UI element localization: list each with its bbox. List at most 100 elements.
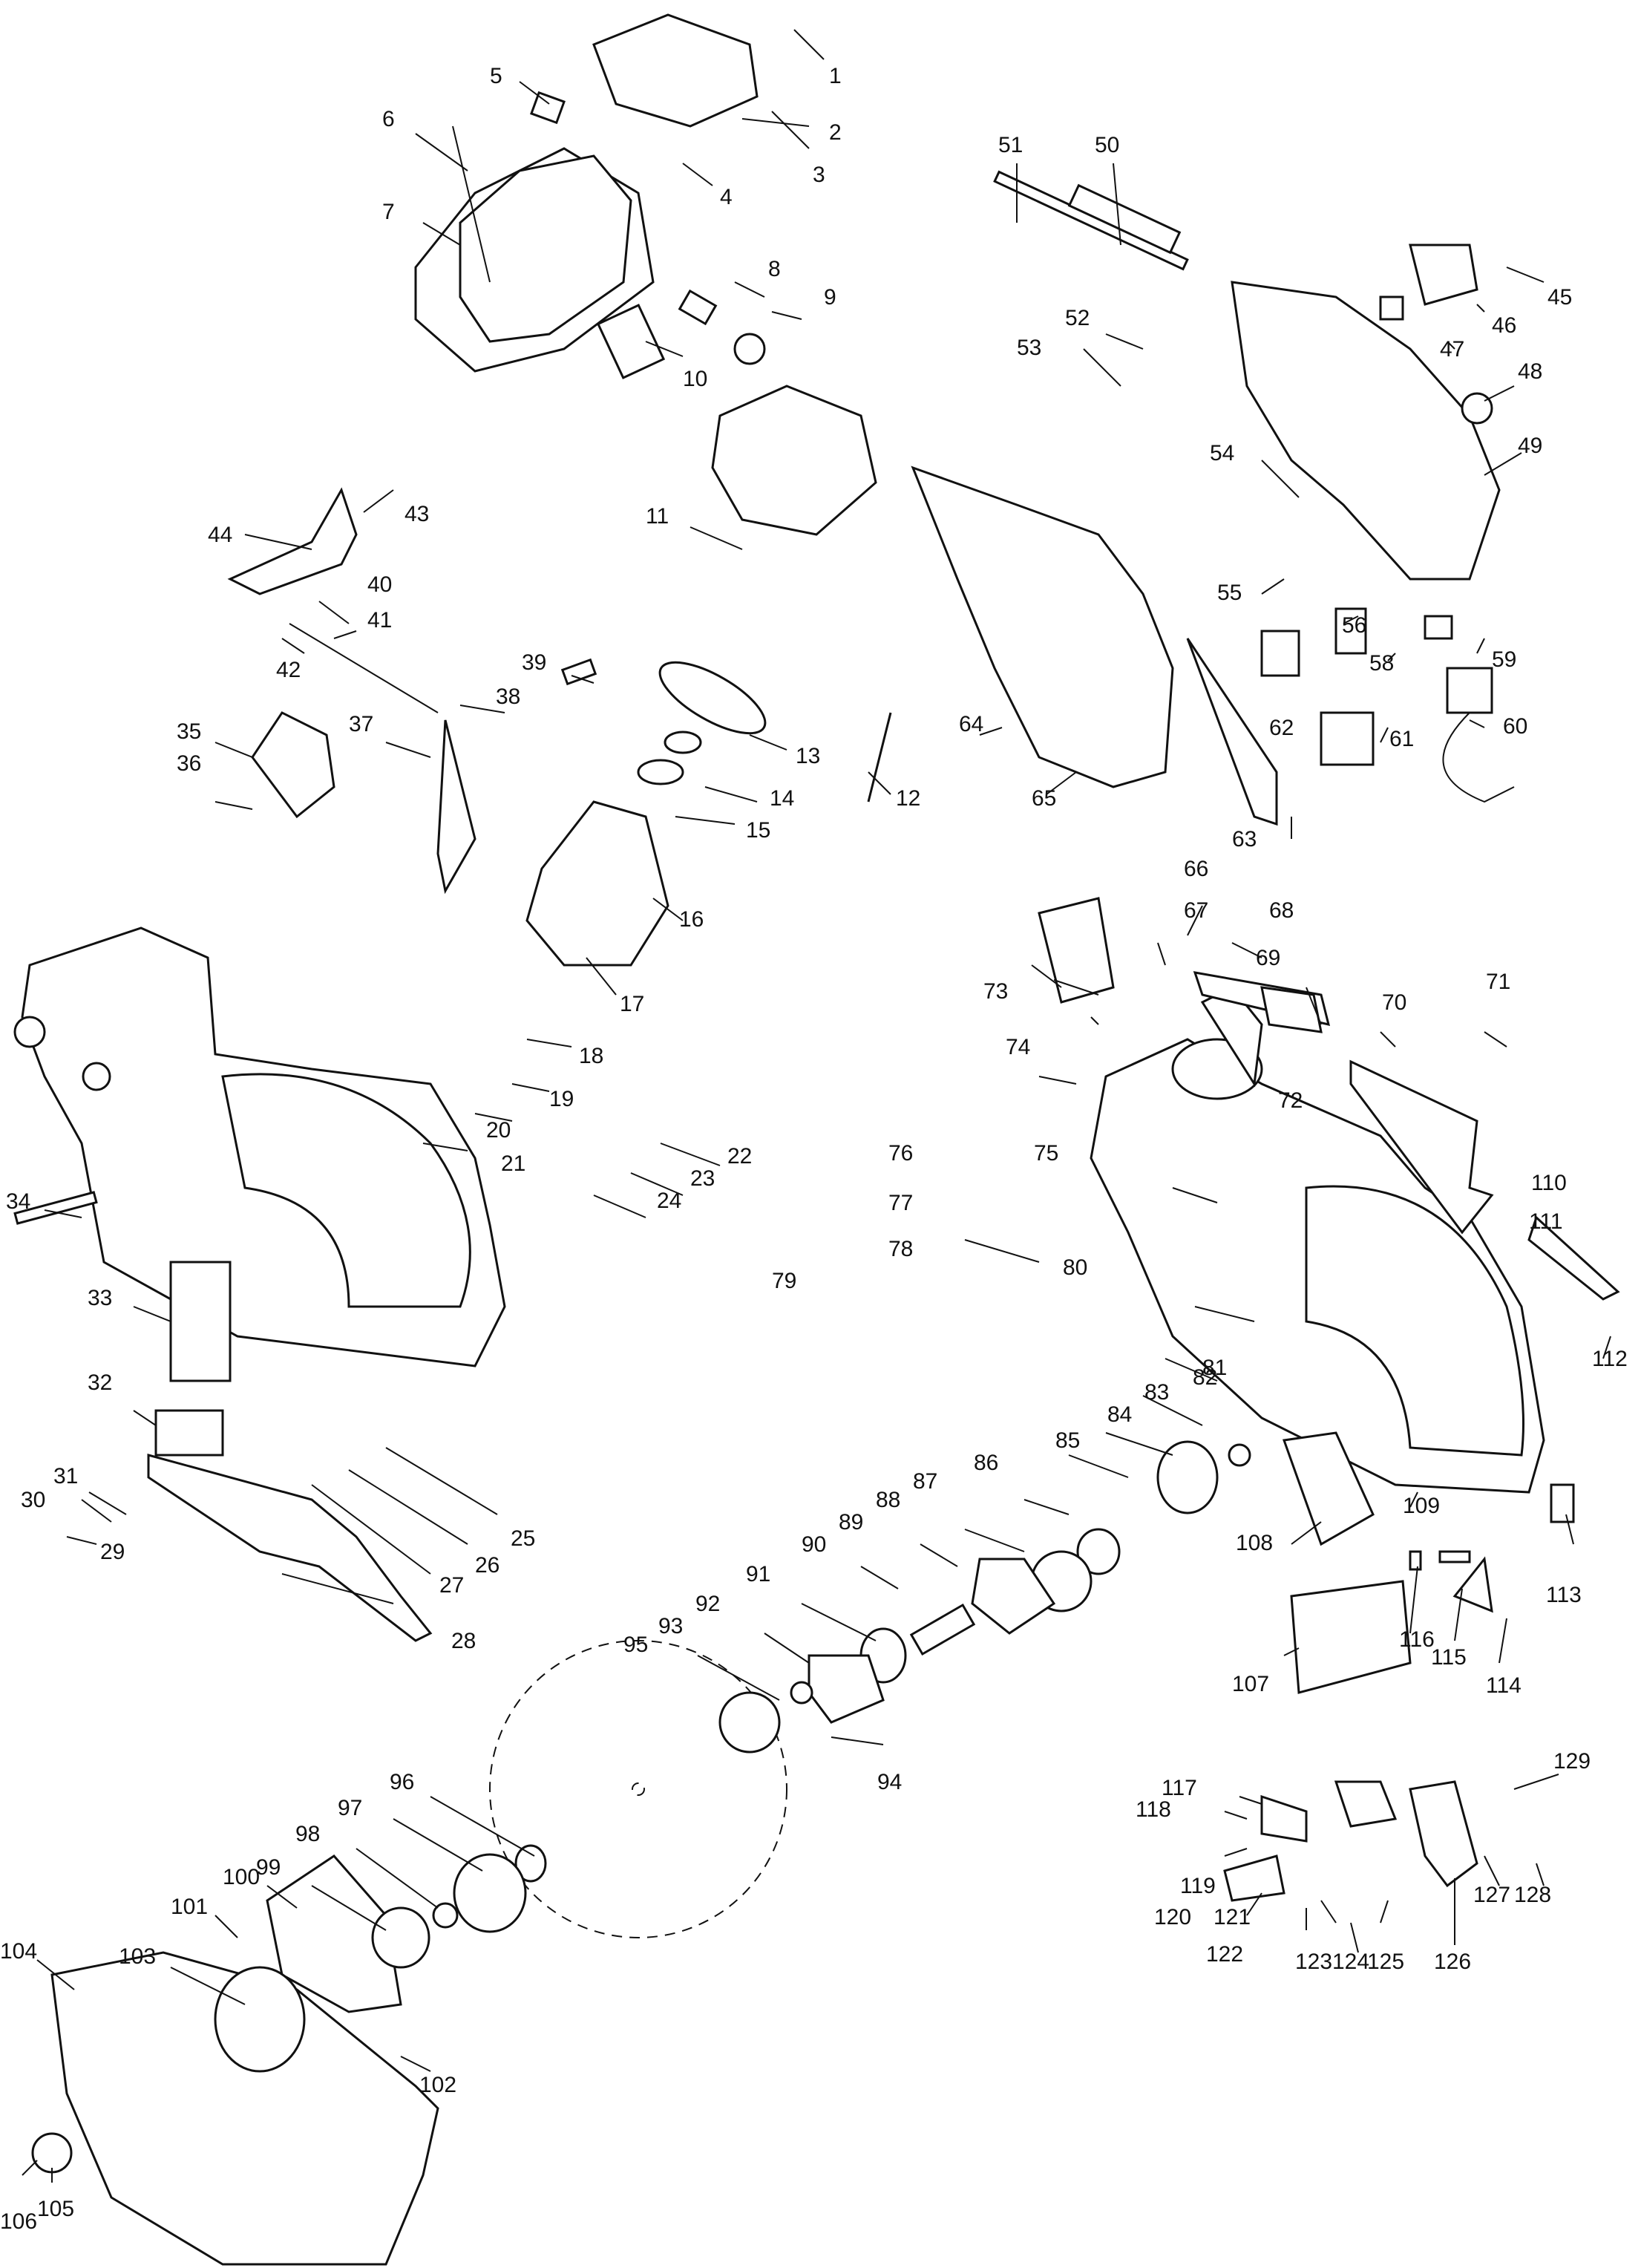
part-label-120: 120 [1154, 1905, 1191, 1929]
part-label-110: 110 [1531, 1171, 1567, 1195]
part-label-124: 124 [1332, 1950, 1369, 1974]
part-label-119: 119 [1180, 1874, 1216, 1898]
saw-blade [489, 1640, 787, 1938]
part-label-15: 15 [746, 818, 770, 843]
part-label-97: 97 [338, 1796, 362, 1820]
part-number-labels: 1 2 3 4 5 6 7 8 9 10 11 12 13 14 15 16 1… [0, 64, 1628, 2234]
part-label-48: 48 [1518, 359, 1542, 384]
part-label-39: 39 [522, 650, 546, 675]
part-label-4: 4 [720, 185, 733, 209]
part-label-77: 77 [888, 1191, 913, 1215]
part-label-85: 85 [1055, 1428, 1080, 1453]
part-label-47: 47 [1440, 337, 1464, 362]
part-label-24: 24 [657, 1189, 681, 1213]
part-label-88: 88 [876, 1488, 900, 1512]
part-label-3: 3 [813, 163, 825, 187]
part-label-8: 8 [768, 257, 781, 281]
part-label-105: 105 [37, 2197, 74, 2221]
part-label-36: 36 [177, 751, 201, 776]
part-label-95: 95 [623, 1633, 648, 1657]
right-gear-housing [1090, 986, 1545, 1494]
part-label-101: 101 [171, 1895, 208, 1919]
leader-lines [22, 29, 1611, 2183]
bracket-parts [227, 487, 597, 895]
field-armature [525, 385, 892, 967]
part-label-13: 13 [796, 744, 820, 768]
part-label-125: 125 [1367, 1950, 1404, 1974]
blade-guard [31, 1951, 439, 2266]
part-label-100: 100 [223, 1865, 260, 1889]
part-label-76: 76 [888, 1141, 913, 1166]
part-label-96: 96 [390, 1770, 414, 1794]
part-label-90: 90 [802, 1532, 826, 1557]
part-label-29: 29 [100, 1540, 125, 1564]
part-label-34: 34 [6, 1189, 30, 1214]
part-label-43: 43 [404, 502, 429, 526]
part-drawings [13, 13, 1620, 2266]
part-label-112: 112 [1592, 1347, 1628, 1371]
bottom-right-parts [1223, 1431, 1575, 1902]
part-label-10: 10 [683, 367, 707, 391]
part-label-69: 69 [1256, 946, 1280, 970]
part-label-19: 19 [549, 1087, 574, 1111]
part-label-56: 56 [1342, 613, 1366, 638]
part-label-68: 68 [1269, 898, 1294, 923]
part-label-99: 99 [256, 1855, 281, 1880]
part-label-27: 27 [439, 1573, 464, 1598]
part-label-67: 67 [1184, 898, 1208, 923]
part-label-37: 37 [349, 712, 373, 736]
part-label-23: 23 [690, 1166, 715, 1191]
part-label-31: 31 [53, 1464, 78, 1488]
part-label-102: 102 [419, 2073, 456, 2097]
part-label-82: 82 [1193, 1365, 1217, 1390]
part-label-92: 92 [695, 1592, 720, 1616]
left-gear-housing [13, 927, 506, 1367]
part-label-20: 20 [486, 1118, 511, 1143]
spindle-flanges [266, 1440, 1251, 2013]
switch-parts [1260, 607, 1515, 803]
part-label-14: 14 [770, 786, 794, 811]
part-label-84: 84 [1107, 1402, 1132, 1427]
part-label-64: 64 [959, 712, 983, 736]
part-label-17: 17 [620, 992, 644, 1016]
part-label-41: 41 [367, 608, 392, 633]
part-label-71: 71 [1486, 970, 1510, 994]
part-label-62: 62 [1269, 716, 1294, 740]
part-label-53: 53 [1017, 336, 1041, 360]
part-label-72: 72 [1278, 1088, 1303, 1113]
part-label-103: 103 [119, 1944, 156, 1969]
part-label-30: 30 [21, 1488, 45, 1512]
part-label-1: 1 [829, 64, 842, 88]
handle-assembly [911, 170, 1501, 826]
part-label-83: 83 [1144, 1380, 1169, 1405]
part-label-113: 113 [1546, 1583, 1582, 1607]
part-label-106: 106 [0, 2209, 37, 2234]
part-label-38: 38 [496, 684, 520, 709]
part-label-78: 78 [888, 1237, 913, 1261]
part-label-66: 66 [1184, 857, 1208, 881]
part-label-129: 129 [1553, 1749, 1591, 1774]
part-label-73: 73 [983, 979, 1008, 1004]
part-label-107: 107 [1232, 1672, 1269, 1696]
part-label-87: 87 [913, 1469, 937, 1494]
part-label-98: 98 [295, 1822, 320, 1846]
part-label-104: 104 [0, 1939, 37, 1964]
part-label-51: 51 [998, 133, 1023, 157]
motor-housing [414, 13, 766, 379]
part-label-33: 33 [88, 1286, 112, 1310]
part-label-32: 32 [88, 1370, 112, 1395]
part-label-21: 21 [501, 1151, 525, 1176]
part-label-44: 44 [208, 523, 232, 547]
part-label-115: 115 [1431, 1645, 1467, 1670]
part-label-42: 42 [276, 658, 301, 682]
part-label-89: 89 [839, 1510, 863, 1535]
carry-handle [1038, 897, 1620, 1301]
part-label-58: 58 [1369, 651, 1394, 676]
part-label-126: 126 [1434, 1950, 1471, 1974]
part-label-18: 18 [579, 1044, 603, 1068]
part-label-7: 7 [382, 200, 395, 224]
part-label-93: 93 [658, 1614, 683, 1638]
part-label-86: 86 [974, 1451, 998, 1475]
part-label-91: 91 [746, 1562, 770, 1586]
